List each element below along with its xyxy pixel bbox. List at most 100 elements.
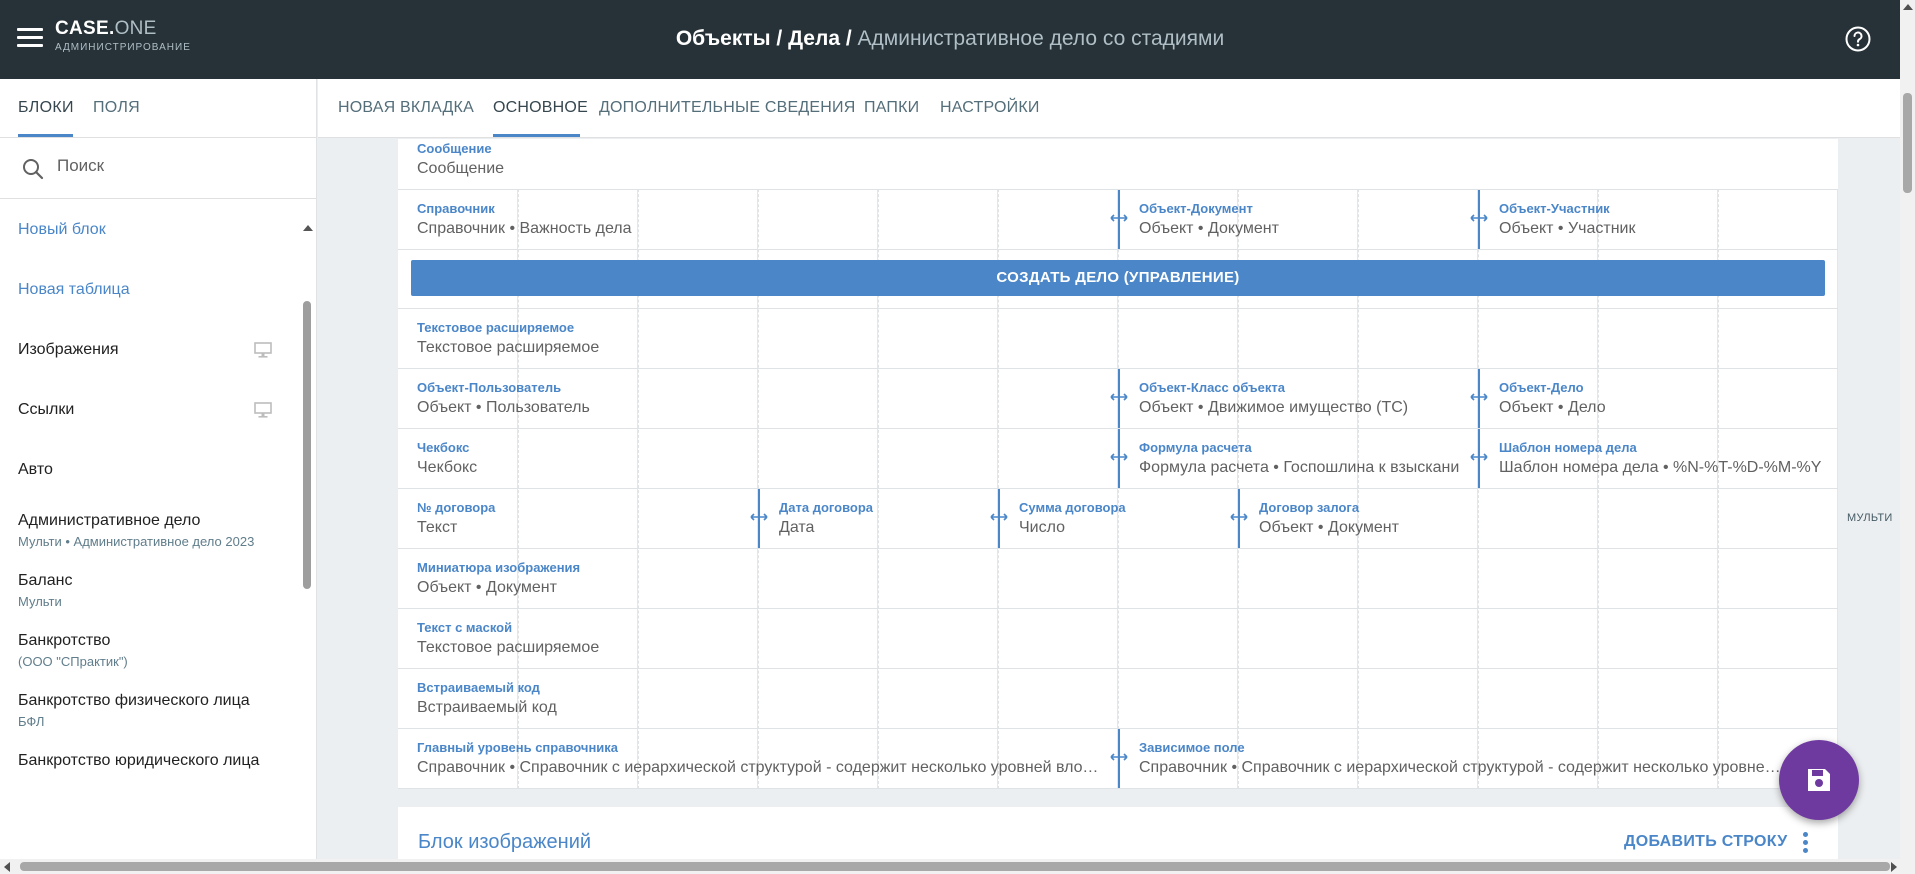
- form-row: Чекбокс Чекбокс Формула расчета Формула …: [398, 429, 1838, 489]
- resize-handle-icon[interactable]: [1470, 213, 1488, 223]
- form-field[interactable]: Сумма договора Число: [990, 489, 1238, 548]
- field-label: Встраиваемый код: [417, 680, 540, 695]
- list-item[interactable]: Новая таблица: [0, 260, 300, 320]
- resize-handle-icon[interactable]: [1110, 213, 1128, 223]
- search-input[interactable]: [57, 156, 287, 176]
- tab-settings[interactable]: НАСТРОЙКИ: [940, 99, 1040, 116]
- field-value: Текстовое расширяемое: [417, 639, 600, 656]
- list-item-title: Изображения: [18, 341, 119, 358]
- scrollbar-thumb[interactable]: [303, 301, 311, 589]
- field-label: Дата договора: [779, 500, 874, 515]
- scroll-up-icon[interactable]: [303, 225, 313, 231]
- panel-scrollbar[interactable]: [302, 219, 313, 859]
- form-field[interactable]: Миниатюра изображения Объект • Документ: [398, 549, 1838, 608]
- form-field[interactable]: Объект-Документ Объект • Документ: [1110, 190, 1478, 249]
- scroll-left-icon[interactable]: [4, 862, 10, 872]
- form-field[interactable]: Договор залога Объект • Документ: [1230, 489, 1838, 548]
- resize-handle-icon[interactable]: [1470, 452, 1488, 462]
- field-label: Главный уровень справочника: [417, 740, 619, 755]
- list-item[interactable]: Изображения: [0, 320, 300, 380]
- desktop-icon: [254, 342, 272, 358]
- logo-main: CASE.: [55, 18, 115, 39]
- search-box: [0, 139, 316, 199]
- resize-handle-icon[interactable]: [1110, 752, 1128, 762]
- form-row: Встраиваемый код Встраиваемый код: [398, 669, 1838, 729]
- breadcrumb-objects[interactable]: Объекты: [675, 27, 771, 50]
- form-row: Текстовое расширяемое Текстовое расширяе…: [398, 309, 1838, 369]
- form-field[interactable]: Объект-Участник Объект • Участник: [1470, 190, 1838, 249]
- create-case-button[interactable]: СОЗДАТЬ ДЕЛО (УПРАВЛЕНИЕ): [411, 260, 1825, 296]
- tab-blocks[interactable]: БЛОКИ: [18, 99, 74, 116]
- scrollbar-thumb[interactable]: [20, 862, 1890, 871]
- field-label: Зависимое поле: [1139, 740, 1245, 755]
- field-value: Справочник • Справочник с иерархической …: [1139, 759, 1788, 776]
- form-field[interactable]: Справочник Справочник • Важность дела: [398, 190, 1118, 249]
- form-field[interactable]: Главный уровень справочника Справочник •…: [398, 729, 1118, 788]
- form-row: Текст с маской Текстовое расширяемое: [398, 609, 1838, 669]
- form-field[interactable]: Текст с маской Текстовое расширяемое: [398, 609, 1838, 668]
- list-item-title: Административное дело: [18, 512, 201, 529]
- tab-folders[interactable]: ПАПКИ: [864, 99, 920, 116]
- save-icon: [1808, 769, 1830, 791]
- field-value: Дата: [779, 519, 815, 536]
- menu-icon[interactable]: [17, 28, 43, 50]
- list-item[interactable]: Банкротство юридического лица: [0, 740, 300, 800]
- form-field[interactable]: № договора Текст: [398, 489, 758, 548]
- more-vert-icon[interactable]: [1803, 832, 1809, 854]
- form-field[interactable]: Сообщение Сообщение: [398, 139, 1838, 189]
- form-field[interactable]: Встраиваемый код Встраиваемый код: [398, 669, 1838, 728]
- resize-handle-icon[interactable]: [1110, 392, 1128, 402]
- field-value: Текстовое расширяемое: [417, 339, 600, 356]
- form-field[interactable]: Объект-Дело Объект • Дело: [1470, 369, 1838, 428]
- active-tab-indicator: [18, 134, 73, 137]
- list-item-subtitle: Мульти: [18, 594, 62, 609]
- form-field[interactable]: Формула расчета Формула расчета • Госпош…: [1110, 429, 1478, 488]
- resize-handle-icon[interactable]: [1110, 452, 1128, 462]
- scroll-up-icon[interactable]: [1903, 4, 1913, 10]
- tab-additional[interactable]: ДОПОЛНИТЕЛЬНЫЕ СВЕДЕНИЯ: [599, 99, 856, 116]
- block-list: Новый блок Новая таблица Изображения Ссы…: [0, 200, 300, 800]
- field-value: Шаблон номера дела • %N-%T-%D-%M-%Y: [1499, 459, 1822, 476]
- scroll-right-icon[interactable]: [1891, 862, 1897, 872]
- form-field[interactable]: Объект-Класс объекта Объект • Движимое и…: [1110, 369, 1478, 428]
- logo[interactable]: CASE.ONE АДМИНИСТРИРОВАНИЕ: [55, 18, 191, 53]
- field-label: Сумма договора: [1019, 500, 1126, 515]
- image-block: Блок изображений ДОБАВИТЬ СТРОКУ: [398, 807, 1838, 859]
- multi-tag: МУЛЬТИ: [1847, 512, 1893, 524]
- form-field[interactable]: Текстовое расширяемое Текстовое расширяе…: [398, 309, 1838, 368]
- form-field[interactable]: Дата договора Дата: [750, 489, 998, 548]
- scrollbar-thumb[interactable]: [1903, 93, 1912, 193]
- list-item[interactable]: Новый блок: [0, 200, 300, 260]
- tab-main[interactable]: ОСНОВНОЕ: [493, 99, 588, 116]
- list-item-title: Ссылки: [18, 401, 75, 418]
- resize-handle-icon[interactable]: [1470, 392, 1488, 402]
- form-row: Миниатюра изображения Объект • Документ: [398, 549, 1838, 609]
- field-label: Объект-Дело: [1499, 380, 1584, 395]
- list-item[interactable]: Авто: [0, 440, 300, 500]
- save-button[interactable]: [1779, 740, 1859, 820]
- page-vertical-scrollbar[interactable]: [1900, 0, 1915, 859]
- tab-fields[interactable]: ПОЛЯ: [93, 99, 141, 116]
- top-bar: CASE.ONE АДМИНИСТРИРОВАНИЕ Объекты / Дел…: [0, 0, 1900, 79]
- field-label: Договор залога: [1259, 500, 1360, 515]
- tab-new[interactable]: НОВАЯ ВКЛАДКА: [338, 99, 474, 116]
- form-field[interactable]: Чекбокс Чекбокс: [398, 429, 1118, 488]
- resize-handle-icon[interactable]: [750, 512, 768, 522]
- list-item[interactable]: Ссылки: [0, 380, 300, 440]
- resize-handle-icon[interactable]: [1230, 512, 1248, 522]
- field-value: Справочник • Важность дела: [417, 220, 632, 237]
- add-row-button[interactable]: ДОБАВИТЬ СТРОКУ: [1624, 833, 1788, 850]
- form-field[interactable]: Объект-Пользователь Объект • Пользовател…: [398, 369, 1118, 428]
- breadcrumb-cases[interactable]: Дела: [788, 27, 841, 50]
- page-horizontal-scrollbar[interactable]: [0, 859, 1915, 874]
- list-item[interactable]: Банкротство(ООО "СПрактик"): [0, 620, 300, 680]
- form-row: Главный уровень справочника Справочник •…: [398, 729, 1838, 789]
- resize-handle-icon[interactable]: [990, 512, 1008, 522]
- form-field[interactable]: Зависимое поле Справочник • Справочник с…: [1110, 729, 1838, 788]
- form-field[interactable]: Шаблон номера дела Шаблон номера дела • …: [1470, 429, 1838, 488]
- list-item-title: Банкротство юридического лица: [18, 752, 260, 769]
- help-icon[interactable]: [1845, 26, 1871, 52]
